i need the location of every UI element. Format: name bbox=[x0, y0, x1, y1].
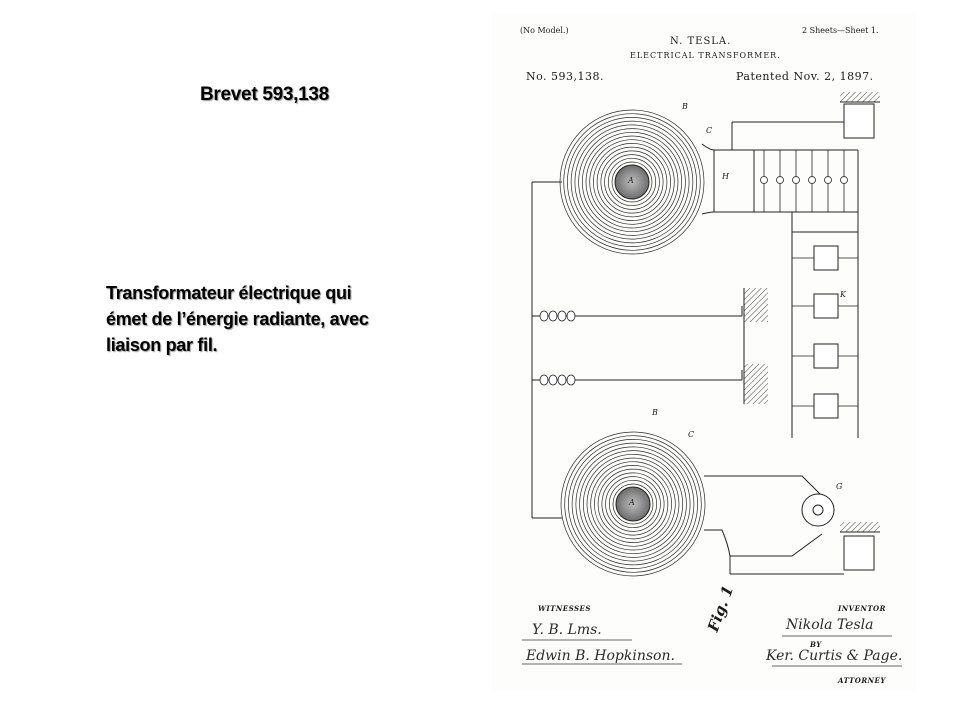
attorney-signature: Ker. Curtis & Page. bbox=[766, 648, 903, 664]
ground-hatch-mid bbox=[744, 288, 768, 322]
patent-date: Patented Nov. 2, 1897. bbox=[736, 70, 874, 83]
transmission-bus bbox=[791, 212, 859, 438]
label-b-top: B bbox=[682, 102, 688, 111]
label-b-bottom: B bbox=[652, 408, 658, 417]
inventor-signature: Nikola Tesla bbox=[786, 617, 874, 633]
top-spiral-coil bbox=[559, 109, 705, 255]
slide-description: Transformateur électrique qui émet de l’… bbox=[106, 280, 436, 358]
ground-hatch-low bbox=[744, 364, 768, 404]
sheet-note: 2 Sheets—Sheet 1. bbox=[802, 26, 879, 35]
patent-diagram bbox=[522, 92, 902, 667]
label-g: G bbox=[836, 482, 843, 491]
patent-number: No. 593,138. bbox=[526, 70, 605, 83]
antenna-wires bbox=[531, 181, 743, 519]
attorney-caption: ATTORNEY bbox=[838, 676, 886, 685]
ground-hatch-top bbox=[840, 92, 880, 102]
insulators bbox=[539, 310, 576, 386]
bottom-coil-core bbox=[615, 486, 651, 522]
bottom-spiral-coil bbox=[560, 431, 706, 577]
bottom-circuit bbox=[704, 475, 875, 575]
signature-lines bbox=[522, 635, 902, 667]
witnesses-caption: WITNESSES bbox=[538, 604, 591, 613]
witness-signature-1: Y. B. Lms. bbox=[532, 622, 602, 638]
no-model-note: (No Model.) bbox=[520, 26, 569, 35]
inventor-caption: INVENTOR bbox=[838, 604, 886, 613]
patent-subject: ELECTRICAL TRANSFORMER. bbox=[630, 51, 781, 60]
top-circuit bbox=[701, 103, 875, 215]
lamp-bank bbox=[760, 150, 848, 212]
bus-loads bbox=[792, 245, 858, 419]
top-coil-core bbox=[614, 164, 650, 200]
description-line-1: Transformateur électrique qui bbox=[106, 283, 352, 303]
label-k: K bbox=[840, 290, 846, 299]
patent-drawing: (No Model.) 2 Sheets—Sheet 1. N. TESLA. … bbox=[492, 14, 916, 690]
ground-hatch-bottom bbox=[840, 522, 880, 532]
witness-signature-2: Edwin B. Hopkinson. bbox=[526, 648, 675, 664]
label-c-top: C bbox=[706, 126, 713, 135]
description-line-2: émet de l’énergie radiante, avec bbox=[106, 309, 369, 329]
label-a-top: A bbox=[628, 176, 634, 185]
label-a-bottom: A bbox=[629, 498, 635, 507]
patent-inventor-name: N. TESLA. bbox=[670, 36, 732, 47]
slide-title: Brevet 593,138 bbox=[200, 84, 329, 105]
description-line-3: liaison par fil. bbox=[106, 335, 218, 355]
label-c-bottom: C bbox=[688, 430, 695, 439]
by-caption: BY bbox=[810, 640, 822, 649]
label-h: H bbox=[722, 172, 729, 181]
